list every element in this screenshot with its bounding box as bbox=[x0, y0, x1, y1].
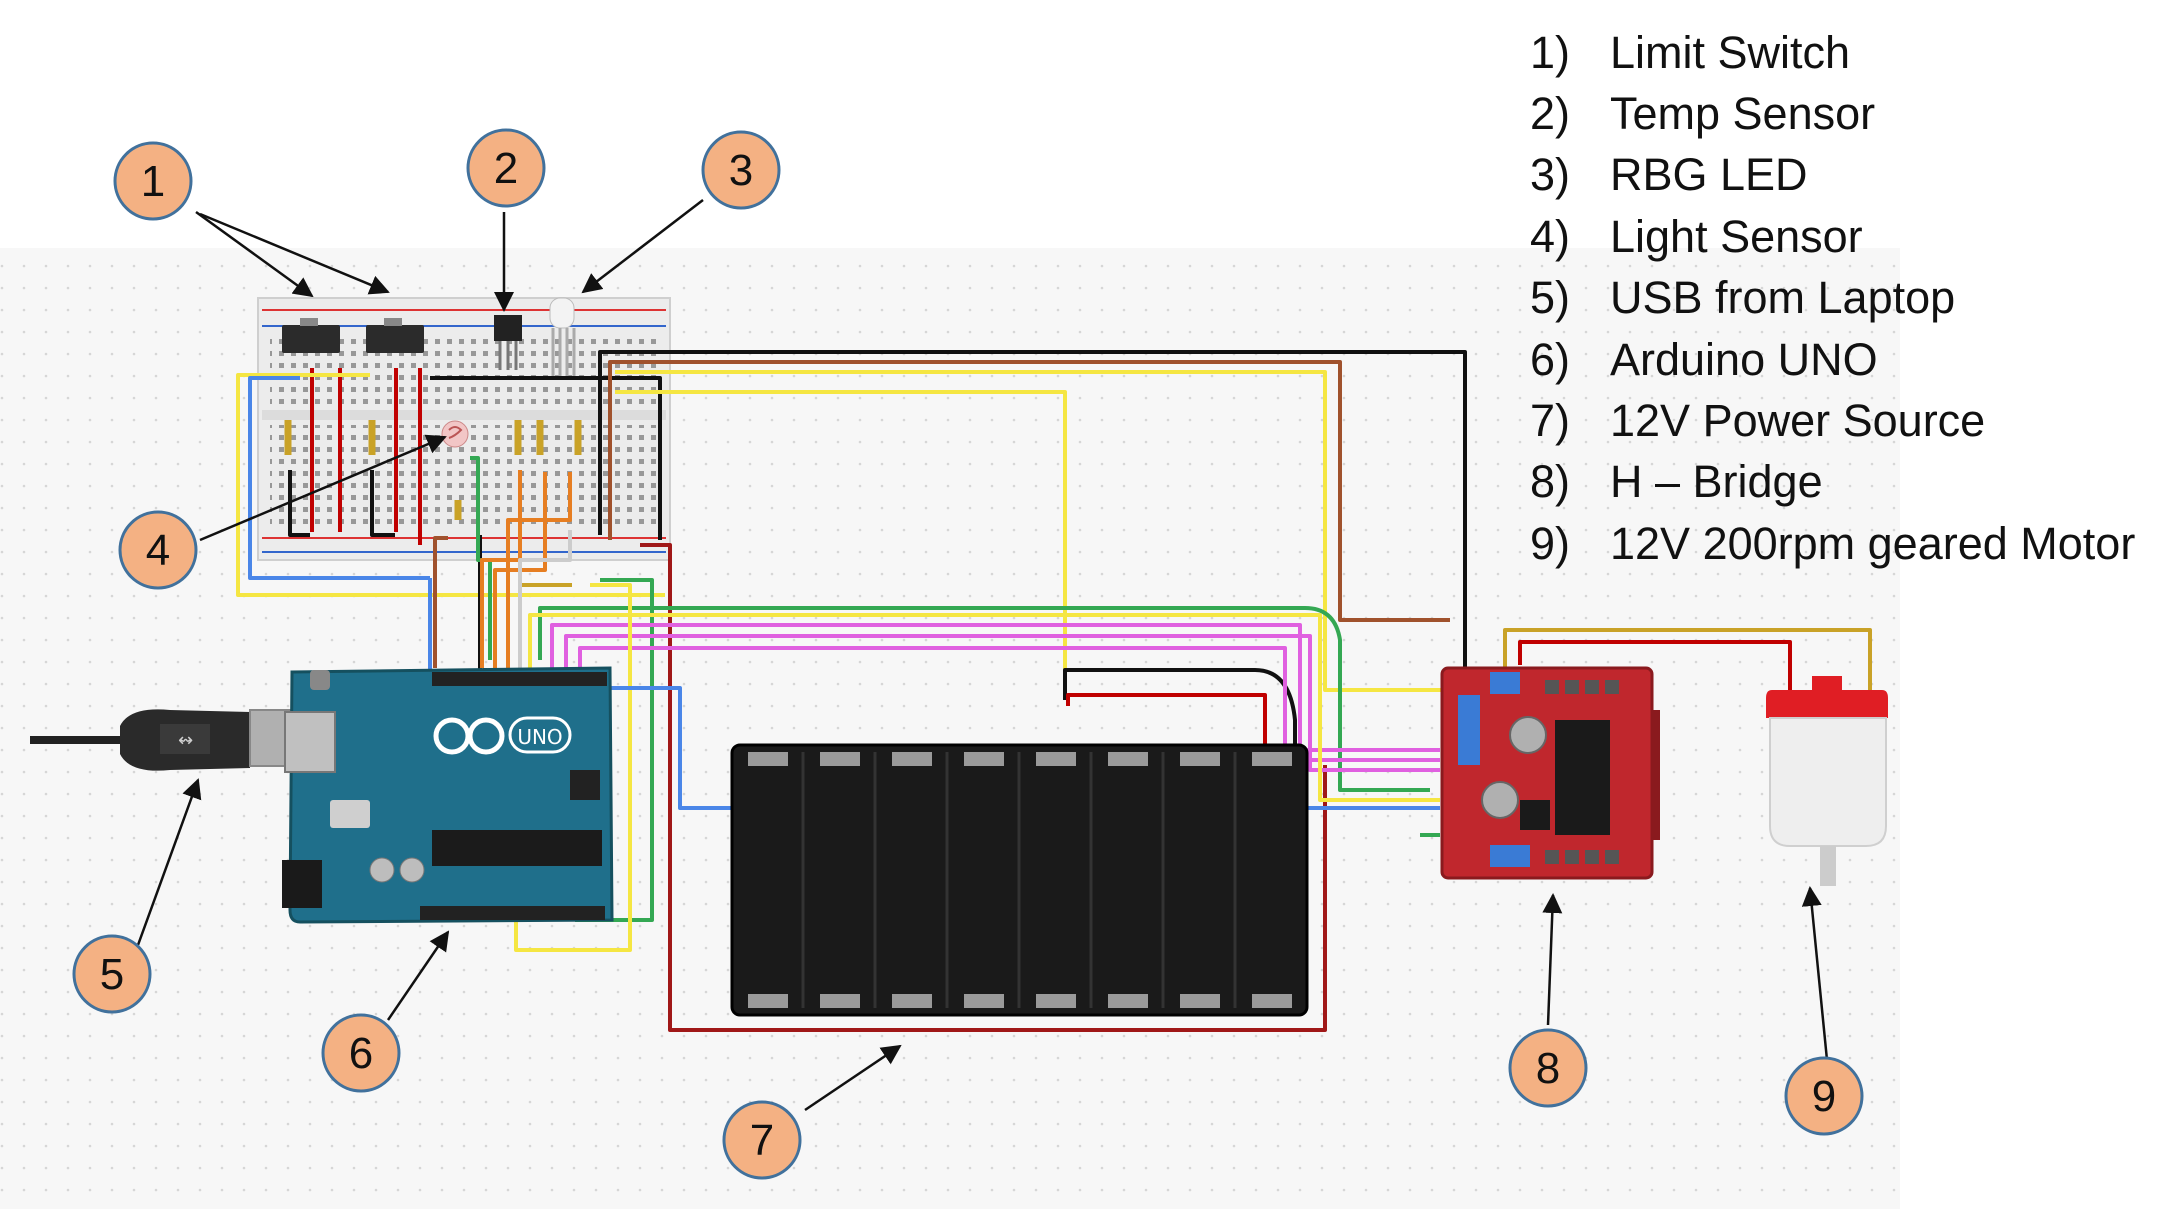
callout-6-label: 6 bbox=[349, 1029, 373, 1078]
legend-item-5: 5) USB from Laptop bbox=[1530, 268, 2160, 329]
legend-item-label: 12V 200rpm geared Motor bbox=[1610, 517, 2136, 569]
legend-item-label: 12V Power Source bbox=[1610, 395, 1986, 447]
legend-item-label: Limit Switch bbox=[1610, 26, 1851, 78]
callout-2: 2 bbox=[466, 128, 546, 208]
legend-item-number: 7) bbox=[1530, 395, 1571, 447]
callout-3: 3 bbox=[701, 130, 781, 210]
callout-6: 6 bbox=[321, 1013, 401, 1093]
leader-arrows bbox=[136, 199, 1829, 1112]
legend-item-number: 6) bbox=[1530, 333, 1571, 385]
legend-item-number: 1) bbox=[1530, 26, 1571, 78]
callout-1: 1 bbox=[113, 141, 193, 221]
legend-item-2: 2) Temp Sensor bbox=[1530, 83, 2160, 144]
callout-4: 4 bbox=[118, 510, 198, 590]
legend-item-number: 3) bbox=[1530, 149, 1571, 201]
callout-9-label: 9 bbox=[1812, 1072, 1836, 1121]
legend-item-6: 6) Arduino UNO bbox=[1530, 329, 2160, 390]
legend-item-number: 2) bbox=[1530, 88, 1571, 140]
legend-item-label: Light Sensor bbox=[1610, 210, 1863, 262]
legend-item-4: 4) Light Sensor bbox=[1530, 206, 2160, 267]
uno-badge bbox=[508, 716, 572, 754]
h-bridge-board bbox=[1440, 666, 1660, 880]
callout-3-label: 3 bbox=[729, 146, 753, 195]
legend-item-label: H – Bridge bbox=[1610, 456, 1823, 508]
battery-holder bbox=[730, 743, 1309, 1017]
light-sensor bbox=[441, 420, 469, 448]
rgb-led bbox=[549, 297, 576, 380]
legend-item-8: 8) H – Bridge bbox=[1530, 452, 2160, 513]
usb-icon: ↭ bbox=[178, 730, 193, 751]
callout-7-label: 7 bbox=[750, 1116, 774, 1165]
legend-item-7: 7) 12V Power Source bbox=[1530, 390, 2160, 451]
callout-7: 7 bbox=[722, 1100, 802, 1180]
arduino-logo-icon bbox=[433, 717, 505, 755]
legend-item-number: 8) bbox=[1530, 456, 1571, 508]
callout-9: 9 bbox=[1784, 1056, 1864, 1136]
legend-item-label: Temp Sensor bbox=[1610, 88, 1876, 140]
arduino-uno: UNO bbox=[282, 666, 614, 924]
callout-8-label: 8 bbox=[1536, 1044, 1560, 1093]
callout-1-label: 1 bbox=[141, 157, 165, 206]
legend-item-number: 5) bbox=[1530, 272, 1571, 324]
callout-4-label: 4 bbox=[146, 526, 170, 575]
legend-item-3: 3) RBG LED bbox=[1530, 145, 2160, 206]
component-legend: 1) Limit Switch 2) Temp Sensor 3) RBG LED 4… bbox=[1530, 22, 2160, 575]
dc-motor bbox=[1766, 676, 1888, 886]
wires bbox=[236, 350, 1872, 1032]
legend-item-label: RBG LED bbox=[1610, 149, 1808, 201]
temp-sensor bbox=[494, 315, 522, 370]
uno-logo-text: UNO bbox=[517, 725, 562, 749]
resistors bbox=[284, 420, 582, 520]
legend-item-9: 9) 12V 200rpm geared Motor bbox=[1530, 513, 2160, 574]
legend-item-number: 4) bbox=[1530, 210, 1571, 262]
callout-2-label: 2 bbox=[494, 144, 518, 193]
callout-5-label: 5 bbox=[100, 950, 124, 999]
callout-8: 8 bbox=[1508, 1028, 1588, 1108]
legend-item-label: USB from Laptop bbox=[1610, 272, 1956, 324]
legend-item-number: 9) bbox=[1530, 517, 1571, 569]
limit-switch-1 bbox=[282, 318, 340, 353]
usb-cable: ↭ bbox=[30, 709, 291, 771]
callout-5: 5 bbox=[72, 934, 152, 1014]
limit-switch-2 bbox=[366, 318, 424, 353]
legend-item-label: Arduino UNO bbox=[1610, 333, 1878, 385]
legend-item-1: 1) Limit Switch bbox=[1530, 22, 2160, 83]
